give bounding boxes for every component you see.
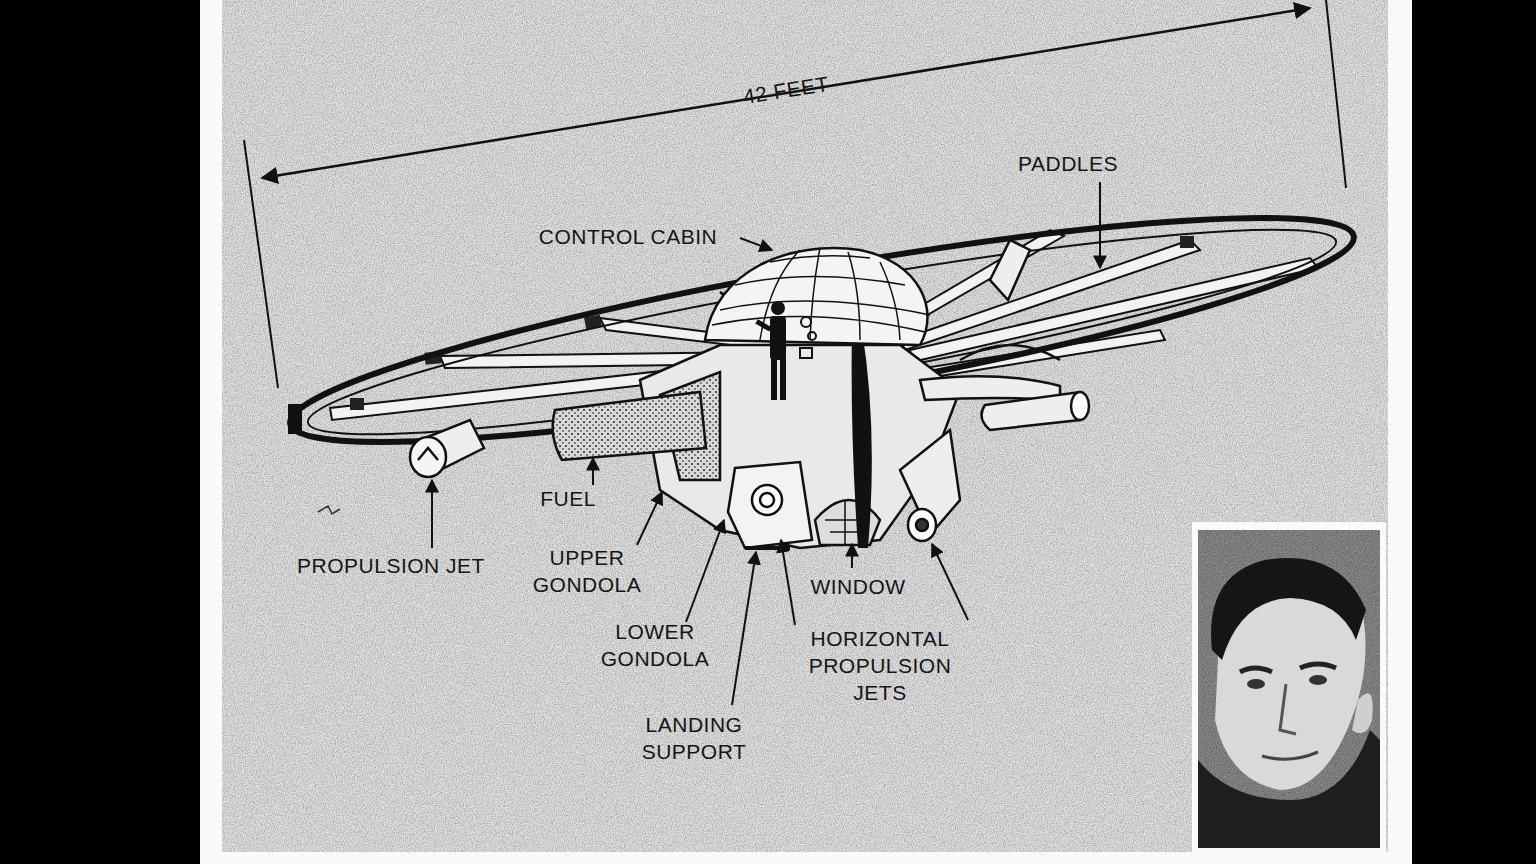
part-label: LANDING SUPPORT: [642, 711, 747, 765]
part-label: CONTROL CABIN: [539, 223, 717, 250]
part-label: PROPULSION JET: [297, 552, 485, 579]
part-label: FUEL: [540, 485, 596, 512]
part-label: UPPER GONDOLA: [533, 544, 642, 598]
part-label: HORIZONTAL PROPULSION JETS: [809, 625, 952, 706]
part-label: PADDLES: [1018, 150, 1118, 177]
part-label: LOWER GONDOLA: [601, 618, 710, 672]
portrait-photo: [1192, 522, 1386, 852]
part-label: WINDOW: [810, 573, 905, 600]
